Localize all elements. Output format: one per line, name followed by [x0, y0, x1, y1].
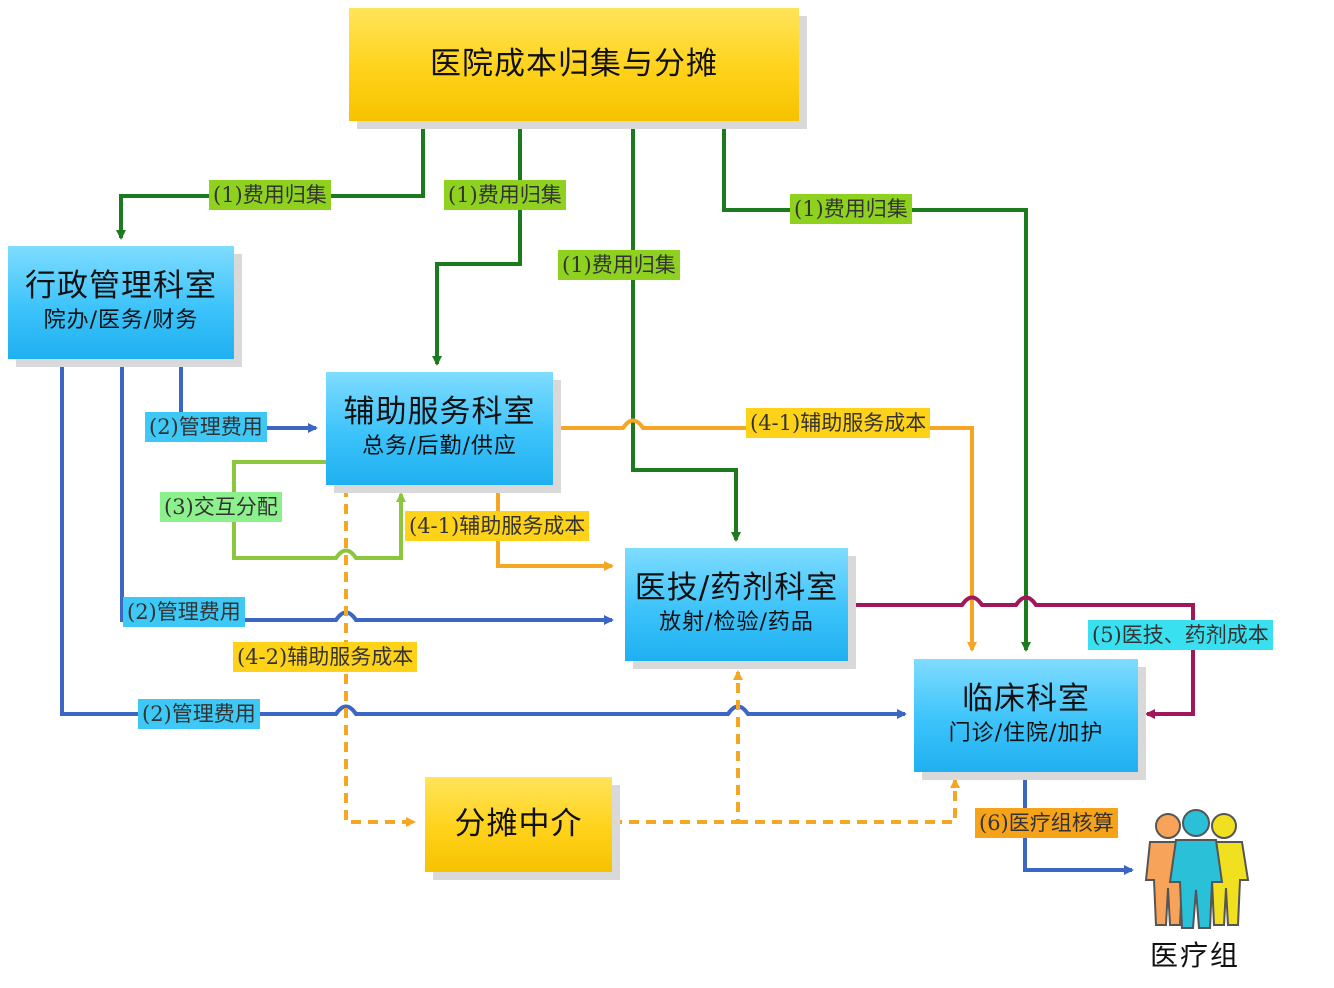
- node-intermediary-title: 分摊中介: [454, 805, 583, 842]
- node-clinical-title: 临床科室: [962, 681, 1090, 718]
- node-top-title: 医院成本归集与分摊: [430, 45, 718, 82]
- label-collect-medtech: (1)费用归集: [558, 250, 680, 280]
- label-aux-cost-clinical: (4-1)辅助服务成本: [746, 408, 931, 438]
- edge-collect-medtech: [631, 122, 741, 542]
- edge-interaction: [232, 460, 406, 560]
- node-aux: 辅助服务科室 总务/后勤/供应: [326, 372, 553, 485]
- label-collect-admin: (1)费用归集: [209, 180, 331, 210]
- edge-aux-cost-intermediary: [344, 487, 416, 827]
- node-clinical: 临床科室 门诊/住院/加护: [914, 659, 1138, 772]
- edge-aux-cost-clinical: [553, 418, 977, 652]
- node-admin-title: 行政管理科室: [25, 268, 217, 305]
- edge-mgmt-clinical: [60, 358, 907, 719]
- node-medtech-title: 医技/药剂科室: [634, 570, 839, 607]
- node-clinical-subtitle: 门诊/住院/加护: [948, 721, 1104, 747]
- label-collect-clinical: (1)费用归集: [790, 194, 912, 224]
- medical-team-icon: [1144, 809, 1250, 929]
- node-admin-subtitle: 院办/医务/财务: [43, 308, 199, 334]
- edge-collect-aux: [432, 122, 522, 366]
- label-aux-cost-intermediary: (4-2)辅助服务成本: [233, 642, 418, 672]
- node-aux-title: 辅助服务科室: [343, 394, 536, 431]
- node-top: 医院成本归集与分摊: [349, 8, 799, 121]
- node-aux-subtitle: 总务/后勤/供应: [362, 434, 517, 460]
- label-mgmt-clinical: (2)管理费用: [138, 699, 260, 729]
- node-admin: 行政管理科室 院办/医务/财务: [8, 246, 234, 359]
- node-intermediary: 分摊中介: [425, 777, 612, 872]
- edge-intermediary-medtech: [612, 670, 743, 824]
- label-interaction: (3)交互分配: [160, 492, 282, 522]
- label-aux-cost-medtech: (4-1)辅助服务成本: [405, 511, 590, 541]
- label-mgmt-aux: (2)管理费用: [145, 412, 267, 442]
- node-team-caption: 医疗组: [1150, 939, 1241, 972]
- node-medtech: 医技/药剂科室 放射/检验/药品: [625, 548, 848, 661]
- edge-intermediary-clinical: [738, 778, 960, 824]
- label-collect-aux: (1)费用归集: [444, 180, 566, 210]
- node-medtech-subtitle: 放射/检验/药品: [659, 610, 814, 636]
- edge-team-accounting: [1023, 772, 1134, 875]
- label-team-accounting: (6)医疗组核算: [975, 808, 1118, 838]
- label-mgmt-medtech: (2)管理费用: [123, 597, 245, 627]
- label-medtech-cost: (5)医技、药剂成本: [1088, 620, 1273, 650]
- edge-medtech-cost: [848, 595, 1195, 719]
